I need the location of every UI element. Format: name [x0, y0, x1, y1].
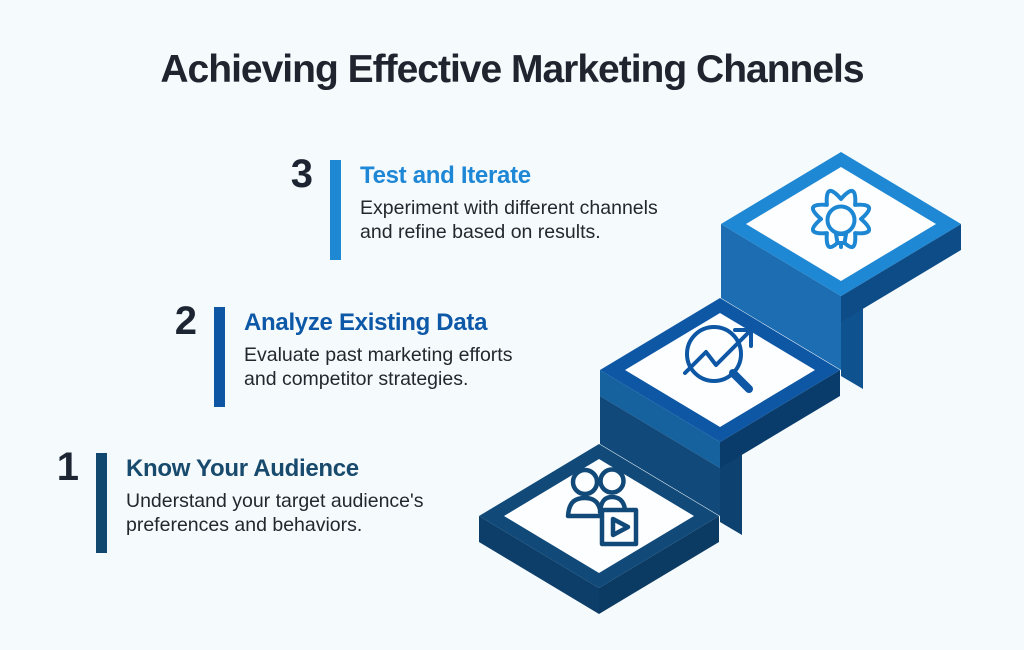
- step-heading: Analyze Existing Data: [244, 309, 488, 336]
- step-accent-bar: [214, 307, 225, 407]
- step-content: Test and Iterate Experiment with differe…: [360, 162, 690, 244]
- step-description-line: and refine based on results.: [360, 221, 601, 243]
- step-number: 3: [290, 152, 313, 196]
- step-heading: Know Your Audience: [126, 455, 359, 482]
- step-content: Know Your Audience Understand your targe…: [126, 455, 456, 537]
- page-title: Achieving Effective Marketing Channels: [160, 48, 864, 91]
- gear-lightbulb-icon: [811, 189, 871, 249]
- step-3-platform: [721, 152, 961, 389]
- step-description-line: Evaluate past marketing efforts: [244, 344, 513, 366]
- step-description-line: Experiment with different channels: [360, 197, 658, 219]
- step-accent-bar: [96, 453, 107, 553]
- step-content: Analyze Existing Data Evaluate past mark…: [244, 309, 574, 391]
- magnifier-trend-arrow-icon: [683, 325, 753, 393]
- step-accent-bar: [330, 160, 341, 260]
- step-number: 1: [56, 445, 79, 489]
- step-2-platform: [600, 298, 840, 535]
- step-1-platform: [479, 444, 719, 614]
- step-number: 2: [174, 299, 197, 343]
- step-description-line: preferences and behaviors.: [126, 514, 363, 536]
- step-description-line: Understand your target audience's: [126, 490, 424, 512]
- step-description-line: and competitor strategies.: [244, 368, 469, 390]
- step-heading: Test and Iterate: [360, 162, 531, 189]
- audience-people-video-icon: [565, 467, 639, 547]
